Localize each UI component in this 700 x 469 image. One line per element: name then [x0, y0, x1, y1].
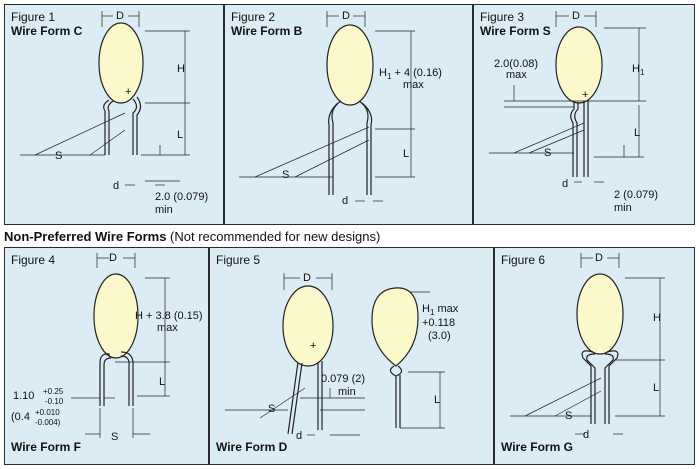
figure-5-l-dim: L [434, 394, 441, 406]
figure-3-drawing [489, 11, 646, 183]
figure-4-label: Figure 4 [11, 253, 56, 267]
figure-2-label: Figure 2 [231, 10, 276, 24]
figure-2-lead-d: d [342, 195, 349, 207]
figure-3-s-dim: S [544, 147, 552, 159]
figure-6-s-dim: S [565, 410, 573, 422]
figure-1-lead-d: d [113, 180, 120, 192]
figure-1-s-dim: S [55, 150, 63, 162]
figure-1-h-dim: H [177, 63, 185, 75]
figure-1-wire-form: Wire Form C [11, 24, 83, 38]
figure-2-d-dim: D [342, 10, 350, 22]
figure-1-min-word: min [155, 204, 173, 216]
figure-5-label: Figure 5 [216, 253, 261, 267]
figure-4-tol2-down: -0.004) [35, 418, 61, 427]
figure-3-label: Figure 3 [480, 10, 525, 24]
figure-3-lead-d: d [562, 178, 569, 190]
figure-1-l-dim: L [177, 129, 184, 141]
heading-bold-text: Non-Preferred Wire Forms [4, 229, 167, 244]
figure-2-h1-dim: H1 + 4 (0.16) [379, 67, 442, 82]
figure-5-h1-dim: H1 max [422, 303, 459, 318]
figure-5-drawing [225, 273, 445, 436]
figure-1-min-value: 2.0 (0.079) [155, 191, 209, 203]
figure-3-top-value: 2.0(0.08) [494, 58, 539, 70]
figure-4-tol1-up: +0.25 [43, 387, 64, 396]
figure-6-wire-form: Wire Form G [501, 440, 573, 454]
figure-6-drawing [510, 253, 665, 435]
figure-2-wire-form: Wire Form B [231, 24, 303, 38]
figure-5-wire-form: Wire Form D [216, 440, 288, 454]
figure-3-min-value: 2 (0.079) [614, 189, 659, 201]
figure-5-lead-d: d [296, 430, 303, 442]
figure-2-panel: Figure 2 Wire Form B D H1 + 4 (0.16) max… [224, 4, 473, 225]
figure-6-d-dim: D [595, 252, 603, 264]
figure-5-min-value: 0.079 (2) [321, 373, 366, 385]
figure-4-d-dim: D [109, 252, 117, 264]
figure-3-min-word: min [614, 202, 632, 214]
figure-2-l-dim: L [403, 148, 410, 160]
figure-4-drawing [71, 253, 170, 438]
heading-note-text: (Not recommended for new designs) [170, 229, 381, 244]
figure-4-h-max: max [157, 322, 178, 334]
figure-4-tol2-up: +0.010 [35, 408, 60, 417]
figure-3-d-dim: D [572, 10, 580, 22]
figure-1-label: Figure 1 [11, 10, 56, 24]
figure-4-l-dim: L [159, 376, 166, 388]
figure-6-lead-d: d [583, 429, 590, 441]
figure-6-label: Figure 6 [501, 253, 546, 267]
figure-4-tol1: 1.10 [13, 390, 35, 402]
figure-3-h1-dim: H1 [632, 63, 645, 78]
figure-1-plus-sign: + [125, 86, 132, 98]
figure-4-wire-form: Wire Form F [11, 440, 81, 454]
figure-5-d-dim: D [303, 272, 311, 284]
non-preferred-heading: Non-Preferred Wire Forms (Not recommende… [4, 229, 380, 245]
figure-4-s-dim: S [111, 431, 119, 443]
figure-6-l-dim: L [653, 382, 660, 394]
figure-6-h-dim: H [653, 312, 661, 324]
figure-3-l-dim: L [634, 127, 641, 139]
figure-5-plus-sign: + [310, 340, 317, 352]
figure-3-panel: Figure 3 Wire Form S D + 2.0(0.08) max H… [473, 4, 695, 225]
figure-1-panel: Figure 1 Wire Form C D + H L S d 2.0 (0.… [4, 4, 224, 225]
figure-4-panel: Figure 4 Wire Form F D H + 3.8 (0.15) ma… [4, 247, 209, 465]
figure-6-panel: Figure 6 Wire Form G D H L S d [494, 247, 695, 465]
figure-3-wire-form: Wire Form S [480, 24, 551, 38]
figure-3-plus-sign: + [582, 89, 589, 101]
figure-5-panel: Figure 5 Wire Form D D + 0.079 (2) min S… [209, 247, 494, 465]
figure-5-h-paren: (3.0) [428, 330, 451, 342]
figure-2-drawing [239, 11, 415, 202]
figure-3-top-word: max [506, 69, 527, 81]
figure-2-h-max: max [403, 79, 424, 91]
figure-5-h-plus: +0.118 [422, 317, 456, 329]
figure-4-tol1-down: -0.10 [45, 397, 64, 406]
figure-1-drawing [20, 11, 190, 186]
figure-2-s-dim: S [282, 169, 290, 181]
figure-5-s-dim: S [268, 403, 276, 415]
figure-1-d-dim: D [116, 10, 124, 22]
figure-4-tol2: (0.4 [11, 411, 30, 423]
figure-4-h-value: H + 3.8 (0.15) [135, 310, 203, 322]
figure-5-min-word: min [338, 386, 356, 398]
